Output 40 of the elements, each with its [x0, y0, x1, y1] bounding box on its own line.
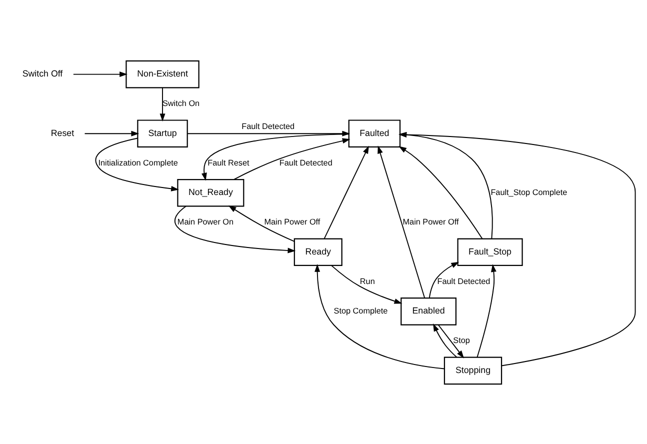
arrow	[314, 264, 445, 369]
edge-label: Fault Detected	[279, 158, 332, 167]
node-box: Non-Existent	[126, 60, 200, 88]
arrow	[331, 264, 402, 304]
arrow	[84, 130, 140, 136]
node-box: Ready	[294, 238, 342, 266]
edge-label: Stop Complete	[334, 306, 388, 315]
node-box: Fault_Stop	[457, 238, 523, 266]
node-box: Stopping	[444, 356, 502, 384]
arrow	[202, 133, 350, 180]
arrow	[324, 145, 369, 239]
edge-label: Fault Detected	[242, 121, 295, 130]
edge-label: Stop	[453, 336, 470, 345]
node-text: Reset	[50, 127, 74, 138]
arrow	[95, 137, 179, 191]
arrow	[428, 261, 460, 298]
edge-label: Fault Detected	[437, 276, 490, 286]
arrow	[438, 324, 464, 358]
edge-label: Switch On	[162, 98, 200, 108]
arrow	[228, 204, 295, 242]
arrow	[476, 264, 496, 358]
node-box: Enabled	[400, 297, 456, 325]
edge-label: Run	[360, 276, 375, 286]
arrow	[433, 323, 458, 358]
edge-label: Initialization Complete	[98, 158, 178, 167]
node-box: Not_Ready	[177, 178, 244, 206]
arrow	[398, 146, 483, 239]
edge-label: Main Power Off	[264, 217, 320, 226]
edge-label: Fault_Stop Complete	[490, 187, 568, 196]
arrow	[174, 205, 296, 253]
edge-label: Fault Reset	[208, 158, 250, 167]
arrow	[160, 86, 166, 121]
arrow	[72, 71, 128, 77]
edge-label: Main Power On	[177, 217, 234, 226]
node-text: Switch Off	[22, 68, 63, 78]
arrow	[233, 138, 350, 180]
node-box: Startup	[137, 119, 188, 147]
node-box: Faulted	[348, 119, 401, 147]
arrow	[378, 145, 426, 298]
edge-label: Main Power Off	[402, 217, 459, 226]
